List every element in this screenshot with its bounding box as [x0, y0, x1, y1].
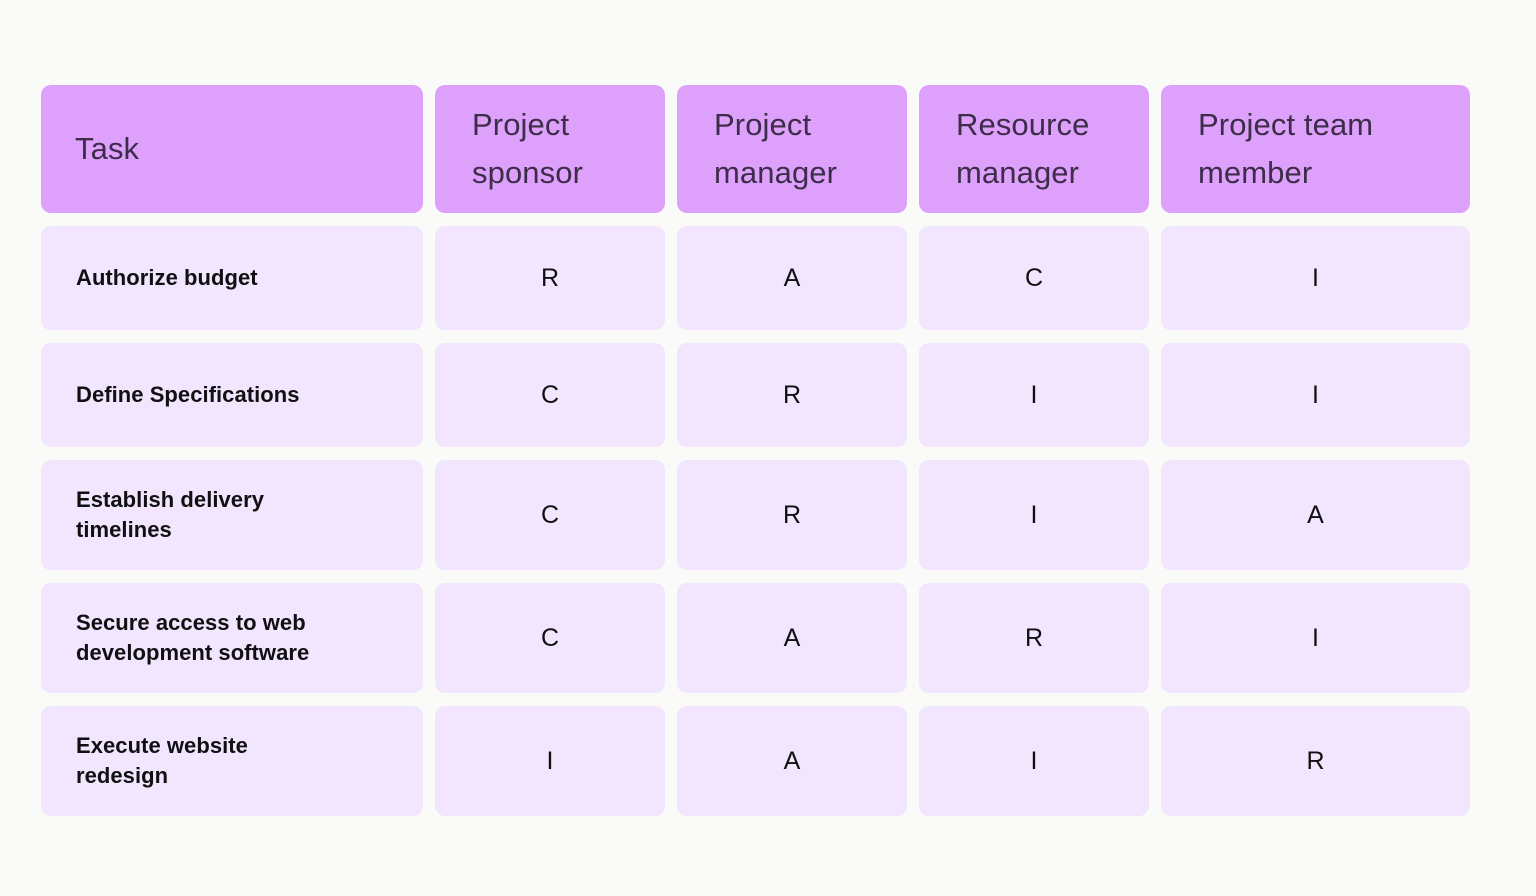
table-row: Execute website redesign I A I R [41, 706, 1502, 816]
raci-cell-project-manager: A [677, 706, 907, 816]
raci-cell-resource-manager: R [919, 583, 1149, 693]
raci-cell-project-team-member: R [1161, 706, 1470, 816]
raci-value: A [783, 263, 801, 292]
raci-cell-resource-manager: I [919, 706, 1149, 816]
raci-cell-project-team-member: I [1161, 343, 1470, 447]
column-header-resource-manager: Resource manager [919, 85, 1149, 213]
raci-value: R [782, 500, 802, 529]
raci-value: C [540, 380, 560, 409]
task-cell: Execute website redesign [41, 706, 423, 816]
raci-value: I [1312, 380, 1319, 409]
raci-value: A [1307, 500, 1324, 529]
raci-value: I [1030, 746, 1038, 775]
raci-cell-resource-manager: I [919, 460, 1149, 570]
raci-cell-project-team-member: I [1161, 226, 1470, 330]
raci-cell-resource-manager: I [919, 343, 1149, 447]
task-cell: Define Specifications [41, 343, 423, 447]
raci-cell-project-sponsor: C [435, 583, 665, 693]
raci-cell-project-team-member: I [1161, 583, 1470, 693]
column-header-resource-manager-label: Resource manager [956, 106, 1090, 190]
column-header-task: Task [41, 85, 423, 213]
raci-matrix-container: Task Project sponsor Project manager Res… [41, 85, 1502, 816]
raci-value: I [546, 746, 554, 775]
raci-cell-project-manager: A [677, 226, 907, 330]
raci-value: I [1312, 623, 1319, 652]
table-row: Establish delivery timelines C R I A [41, 460, 1502, 570]
raci-value: C [540, 623, 560, 652]
raci-cell-project-sponsor: I [435, 706, 665, 816]
table-row: Define Specifications C R I I [41, 343, 1502, 447]
raci-cell-project-manager: R [677, 343, 907, 447]
task-label: Execute website redesign [76, 733, 248, 788]
task-label: Authorize budget [76, 265, 258, 291]
raci-cell-project-team-member: A [1161, 460, 1470, 570]
task-cell: Secure access to web development softwar… [41, 583, 423, 693]
task-cell: Authorize budget [41, 226, 423, 330]
raci-value: R [540, 263, 560, 292]
raci-value: I [1030, 380, 1038, 409]
column-header-project-manager: Project manager [677, 85, 907, 213]
raci-value: R [1306, 746, 1325, 775]
raci-value: I [1030, 500, 1038, 529]
column-header-project-manager-label: Project manager [714, 106, 838, 190]
raci-cell-project-sponsor: C [435, 460, 665, 570]
table-header-row: Task Project sponsor Project manager Res… [41, 85, 1502, 213]
task-cell: Establish delivery timelines [41, 460, 423, 570]
raci-cell-project-sponsor: C [435, 343, 665, 447]
raci-cell-project-manager: A [677, 583, 907, 693]
raci-value: C [1024, 263, 1044, 292]
raci-matrix-table: Task Project sponsor Project manager Res… [41, 85, 1502, 816]
table-row: Authorize budget R A C I [41, 226, 1502, 330]
task-label: Establish delivery timelines [76, 487, 264, 542]
column-header-project-team-member: Project team member [1161, 85, 1470, 213]
raci-cell-project-sponsor: R [435, 226, 665, 330]
task-label: Secure access to web development softwar… [76, 610, 310, 665]
raci-value: A [783, 746, 801, 775]
raci-value: I [1312, 263, 1319, 292]
raci-value: R [1024, 623, 1044, 652]
column-header-task-label: Task [75, 130, 140, 166]
column-header-project-sponsor: Project sponsor [435, 85, 665, 213]
raci-value: C [540, 500, 560, 529]
column-header-project-sponsor-label: Project sponsor [472, 106, 583, 190]
raci-value: A [783, 623, 801, 652]
column-header-project-team-member-label: Project team member [1198, 106, 1374, 190]
table-row: Secure access to web development softwar… [41, 583, 1502, 693]
raci-value: R [782, 380, 802, 409]
task-label: Define Specifications [76, 382, 300, 408]
raci-cell-project-manager: R [677, 460, 907, 570]
raci-cell-resource-manager: C [919, 226, 1149, 330]
